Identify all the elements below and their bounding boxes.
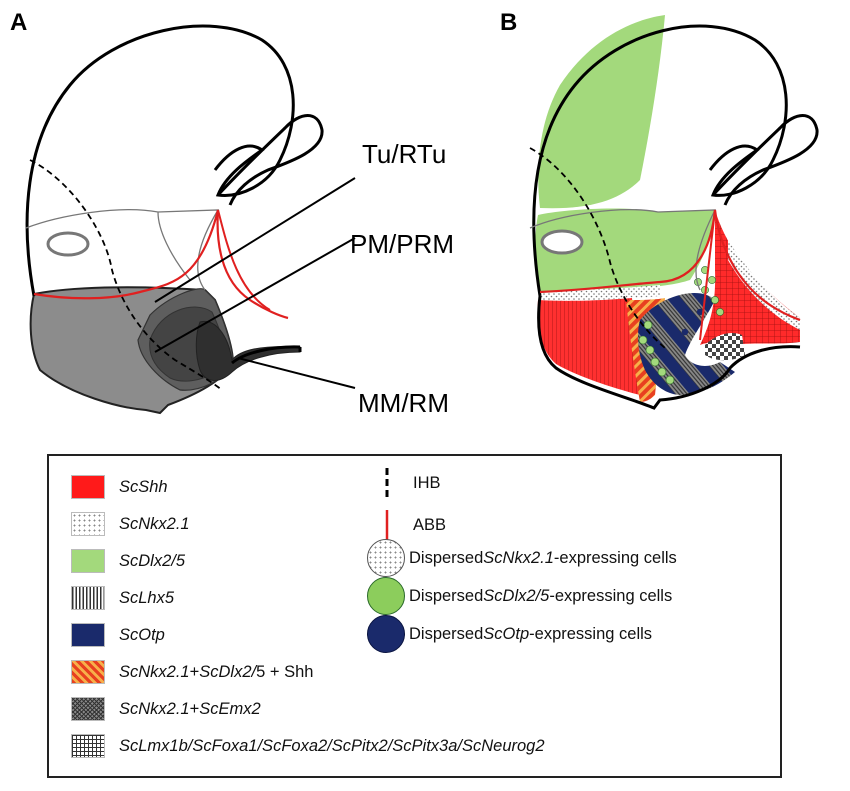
pat-shh-swatch	[71, 475, 105, 499]
legend-item-scdlx2-5-text-0: ScDlx2/5	[119, 551, 186, 570]
diagram-figure: A Tu/RTu PM/PRM MM/RM B	[10, 9, 819, 418]
legend-item-scnkx2-1-scemx2-text-0: ScNkx2.1	[119, 699, 190, 718]
legend-item-scnkx2-1-text-0: ScNkx2.1	[119, 514, 190, 533]
callout-pm-prm: PM/PRM	[350, 229, 454, 259]
legend-item-scnkx2-1-scdlx2-5-shh-text-1: +	[189, 662, 200, 681]
legend-item-scnkx2-1-scdlx2-5-shh: ScNkx2.1 + ScDlx2/5 + Shh	[71, 657, 313, 687]
legend-item-scnkx2-1-scemx2-text-2: ScEmx2	[199, 699, 261, 718]
legend-item-sclmx1b-scfoxa1-scfoxa2-scpitx2-scpitx3a-scneurog2: ScLmx1b/ScFoxa1/ScFoxa2/ScPitx2/ScPitx3a…	[71, 731, 545, 761]
pat-emx-swatch	[71, 697, 105, 721]
ventral-outline-b	[537, 295, 801, 410]
legend-item-scnkx2-1-scdlx2-5-shh-text-2: ScDlx2/	[199, 662, 257, 681]
legend-item-sclhx5-text-0: ScLhx5	[119, 588, 175, 607]
legend-item-scotp-text-0: ScOtp	[119, 625, 165, 644]
panel-b-label: B	[500, 9, 517, 36]
ventral-outline-a	[231, 345, 302, 365]
legend-item-dispersedscnkx2-1-expressing-cells-text-2: -expressing cells	[553, 548, 677, 567]
circle-otp-symbol	[367, 615, 405, 653]
legend-item-ihb: IHB	[367, 468, 441, 498]
region-nkx-strip	[538, 285, 660, 302]
region-dlx-ventral	[535, 208, 715, 292]
legend-item-sclhx5: ScLhx5	[71, 583, 174, 613]
legend-item-scotp: ScOtp	[71, 620, 165, 650]
pat-lhx-swatch	[71, 586, 105, 610]
region-emx-patch	[705, 333, 745, 361]
abb-line-a	[33, 209, 289, 320]
ihb-line-symbol	[367, 468, 407, 498]
dispersed-otp-cells	[681, 308, 704, 336]
legend-item-abb-text-0: ABB	[413, 515, 447, 534]
callout-tu-rtu: Tu/RTu	[362, 139, 446, 169]
eye-ellipse-b	[540, 229, 584, 255]
abb-line-symbol	[367, 510, 407, 540]
legend-item-dispersed-scotp-expressing-cells-text-0: Dispersed	[409, 624, 484, 643]
legend-item-ihb-text-0: IHB	[413, 473, 441, 492]
midbrain-lobe-a	[216, 114, 324, 206]
legend-item-dispersedscnkx2-1-expressing-cells-text-0: Dispersed	[409, 548, 484, 567]
callout-mm-rm: MM/RM	[358, 388, 449, 418]
legend-item-scshh: ScShh	[71, 472, 168, 502]
region-mm-rm	[195, 320, 301, 381]
legend-item-dispersedscnkx2-1-expressing-cells-text-1: ScNkx2.1	[483, 548, 554, 567]
panel-b: B	[500, 9, 819, 410]
abb-line-b-2	[699, 209, 716, 341]
region-dlx-dorsal	[538, 15, 665, 209]
pat-nkx-swatch	[71, 512, 105, 536]
region-nkx-right	[728, 240, 800, 330]
legend-item-sclmx1b-scfoxa1-scfoxa2-scpitx2-scpitx3a-scneurog2-text-0: ScLmx1b/ScFoxa1/ScFoxa2/ScPitx2/ScPitx3a…	[119, 736, 545, 755]
legend-item-scnkx2-1-scdlx2-5-shh-text-3: 5 + Shh	[256, 662, 314, 681]
brain-outline-b	[532, 24, 788, 297]
callout-line-pm	[154, 237, 356, 353]
legend-item-dispersed-scdlx2-5-expressing-cells-text-1: ScDlx2/5	[483, 586, 550, 605]
brain-outline-a	[25, 24, 295, 297]
legend-item-dispersed-scdlx2-5-expressing-cells-text-2: -expressing cells	[549, 586, 673, 605]
legend-item-scshh-text-0: ScShh	[119, 477, 168, 496]
legend-item-abb: ABB	[367, 510, 446, 540]
pat-grid-swatch	[71, 734, 105, 758]
legend-item-dispersed-scdlx2-5-expressing-cells: Dispersed ScDlx2/5-expressing cells	[367, 577, 673, 615]
midbrain-lobe-b	[711, 114, 819, 206]
legend-item-scnkx2-1: ScNkx2.1	[71, 509, 190, 539]
pat-combo-swatch	[71, 660, 105, 684]
pat-otp-swatch	[71, 623, 105, 647]
region-shh-ventral	[537, 298, 640, 395]
circle-nkx-symbol	[367, 539, 405, 577]
legend-item-dispersed-scotp-expressing-cells-text-1: ScOtp	[483, 624, 530, 643]
ihb-line-b	[529, 147, 666, 349]
eye-ellipse-a	[46, 231, 90, 257]
inner-outline-b	[529, 209, 717, 291]
panel-a-label: A	[10, 9, 27, 36]
legend-item-scnkx2-1-scemx2-text-1: +	[189, 699, 200, 718]
pat-dlx-swatch	[71, 549, 105, 573]
legend-item-dispersed-scdlx2-5-expressing-cells-text-0: Dispersed	[409, 586, 484, 605]
panel-a: A Tu/RTu PM/PRM MM/RM	[10, 9, 454, 418]
legend-item-dispersed-scotp-expressing-cells: Dispersed ScOtp-expressing cells	[367, 615, 653, 653]
legend-item-scnkx2-1-scemx2: ScNkx2.1 + ScEmx2	[71, 694, 261, 724]
legend-item-scdlx2-5: ScDlx2/5	[71, 546, 185, 576]
callout-line-mm	[237, 357, 356, 389]
abb-line-a-2	[217, 209, 271, 311]
callout-line-tu	[154, 177, 356, 303]
ihb-line-a	[29, 159, 223, 391]
legend-item-dispersed-scotp-expressing-cells-text-2: -expressing cells	[529, 624, 653, 643]
circle-dlx-symbol	[367, 577, 405, 615]
legend-item-scnkx2-1-scdlx2-5-shh-text-0: ScNkx2.1	[119, 662, 190, 681]
dispersed-dlx-cells	[638, 266, 724, 385]
